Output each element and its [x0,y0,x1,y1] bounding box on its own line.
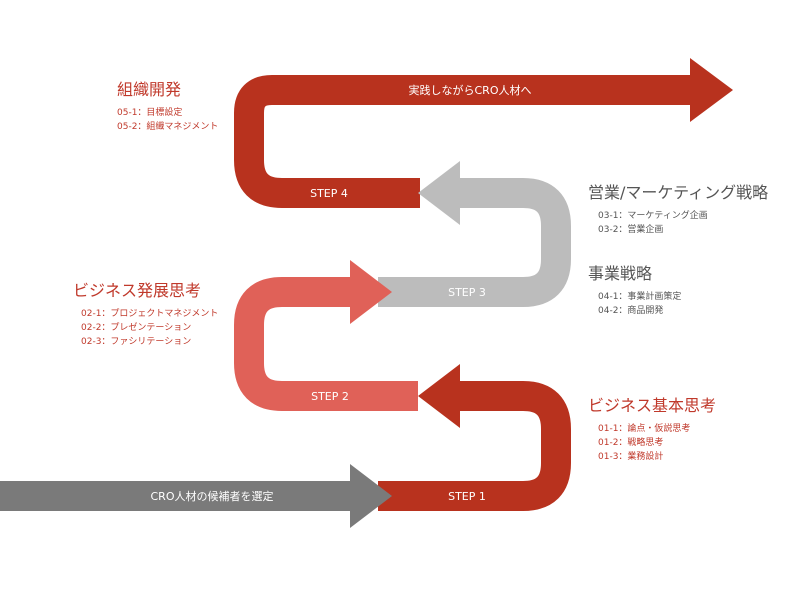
section-sales-marketing: 営業/マーケティング戦略 03-1：マーケティング企画 03-2：営業企画 [588,183,768,237]
entry-arrowhead [350,464,392,528]
list-item: 01-1：論点・仮説思考 [598,424,691,434]
list-item: 05-1：目標設定 [117,108,183,118]
list-item: 01-3：業務設計 [598,452,664,462]
step3-band [378,178,571,307]
section-items: 05-1：目標設定 05-2：組織マネジメント [117,106,218,134]
list-item: 04-1：事業計画策定 [598,292,682,302]
section-title: 事業戦略 [588,264,653,283]
step1-label: STEP 1 [448,490,486,503]
list-item: 01-2：戦略思考 [598,438,664,448]
entry-band [0,481,352,511]
exit-arrow-label: 実践しながらCRO人材へ [409,83,532,97]
section-business-advanced: ビジネス発展思考 02-1：プロジェクトマネジメント 02-2：プレゼンテーショ… [73,281,218,349]
exit-arrowhead [690,58,733,122]
step4-label: STEP 4 [310,187,348,200]
step4-arrowhead [418,161,460,225]
list-item: 03-2：営業企画 [598,225,664,235]
list-item: 02-1：プロジェクトマネジメント [81,309,219,319]
list-item: 05-2：組織マネジメント [117,122,219,132]
step1-band [378,381,571,511]
section-title: 営業/マーケティング戦略 [588,183,769,202]
step3-arrowhead [350,260,392,324]
section-items: 04-1：事業計画策定 04-2：商品開発 [588,290,681,318]
section-items: 02-1：プロジェクトマネジメント 02-2：プレゼンテーション 02-3：ファ… [73,307,218,349]
list-item: 04-2：商品開発 [598,306,664,316]
list-item: 02-2：プレゼンテーション [81,323,192,333]
step2-label: STEP 2 [311,390,349,403]
entry-arrow-label: CRO人材の候補者を選定 [151,489,274,503]
section-items: 01-1：論点・仮説思考 01-2：戦略思考 01-3：業務設計 [588,422,716,464]
step4-band [234,75,700,208]
step2-band [234,277,418,411]
section-title: ビジネス基本思考 [588,396,717,415]
step2-arrowhead [418,364,460,428]
list-item: 03-1：マーケティング企画 [598,211,708,221]
section-title: ビジネス発展思考 [73,281,202,300]
list-item: 02-3：ファシリテーション [81,337,192,347]
step3-label: STEP 3 [448,286,486,299]
section-title: 組織開発 [117,80,182,99]
section-org-development: 組織開発 05-1：目標設定 05-2：組織マネジメント [117,80,218,134]
section-business-strategy: 事業戦略 04-1：事業計画策定 04-2：商品開発 [588,264,681,318]
section-items: 03-1：マーケティング企画 03-2：営業企画 [588,209,768,237]
section-business-basic: ビジネス基本思考 01-1：論点・仮説思考 01-2：戦略思考 01-3：業務設… [588,396,716,464]
